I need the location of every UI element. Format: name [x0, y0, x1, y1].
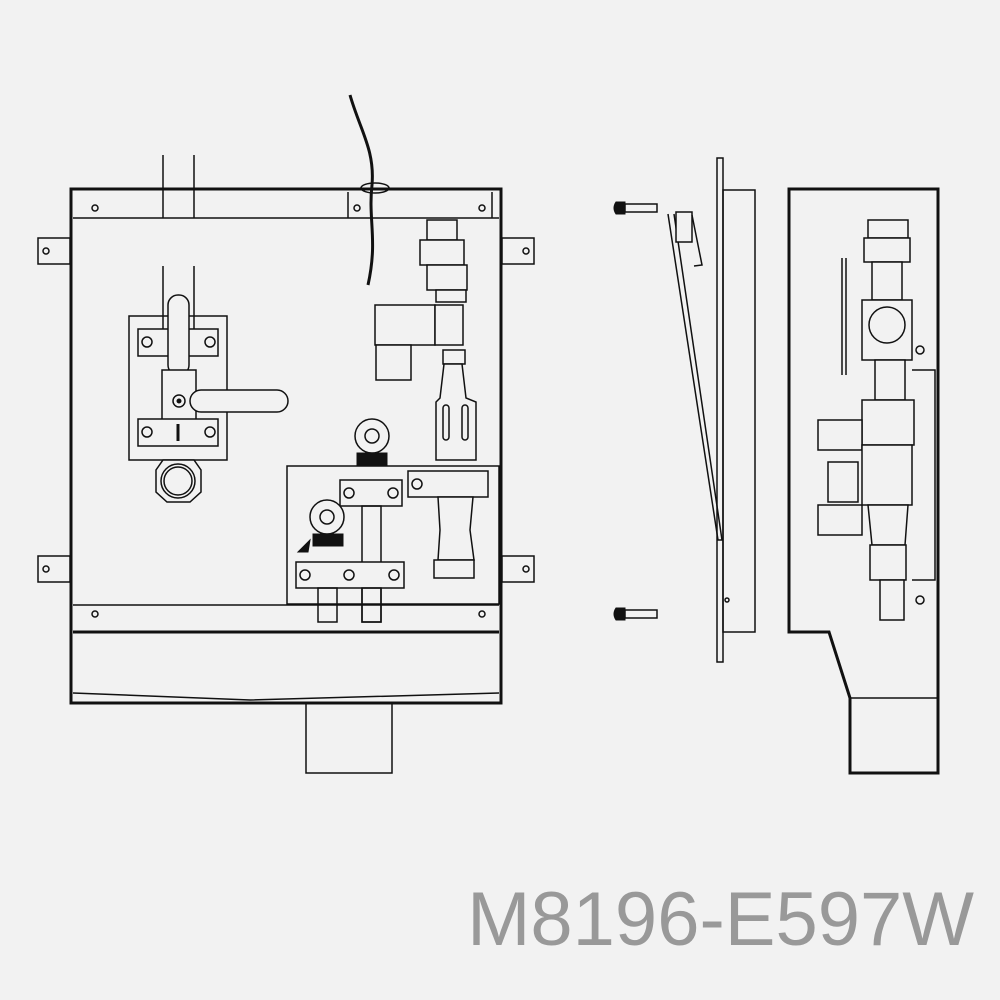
- model-number-label: M8196-E597W: [467, 877, 974, 962]
- box-side-view: [787, 187, 940, 775]
- front-view: [37, 94, 535, 774]
- cover-side-view: [613, 157, 756, 663]
